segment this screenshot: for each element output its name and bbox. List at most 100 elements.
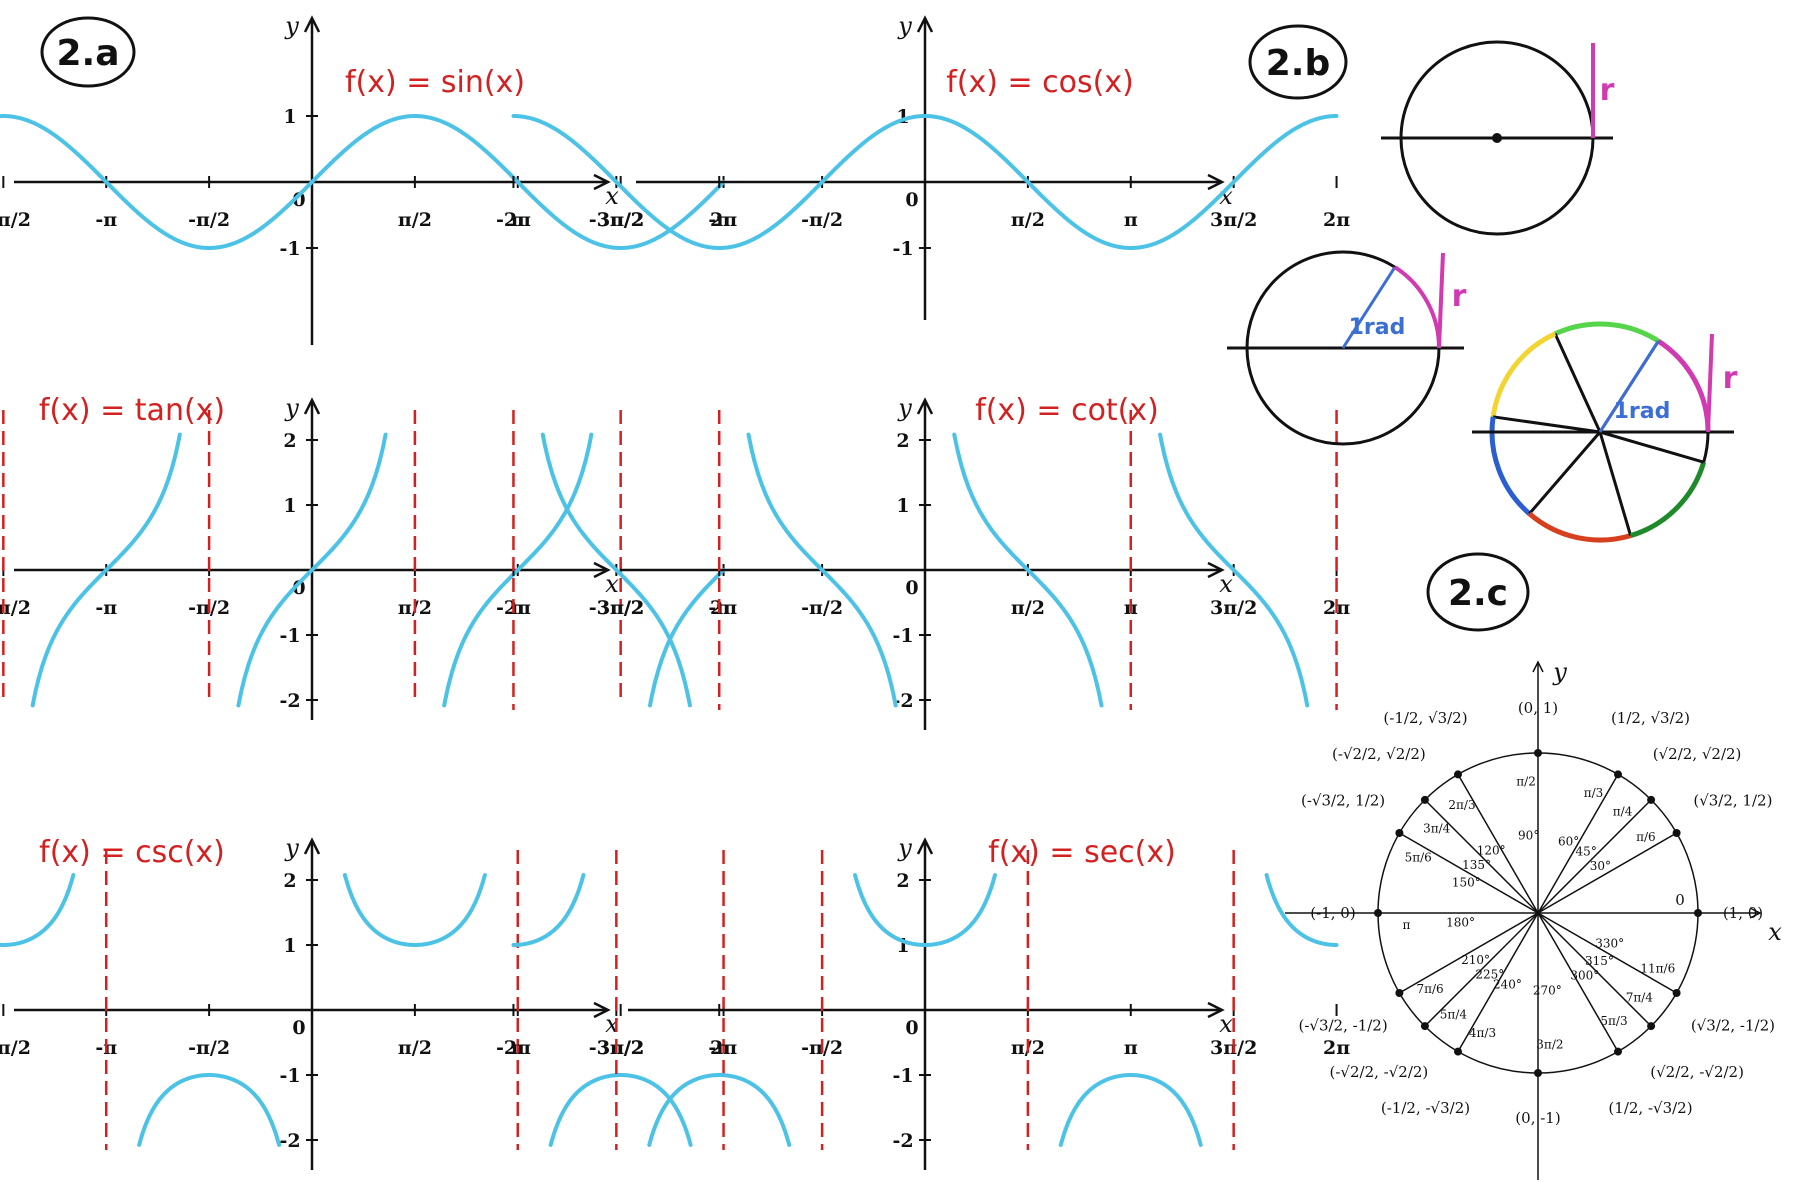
point-dot — [1614, 1047, 1622, 1056]
radius-label: r — [1452, 279, 1467, 314]
degree-label: 120° — [1477, 844, 1506, 858]
arc-segment — [1489, 416, 1532, 516]
graph-title: f(x) = cos(x) — [946, 65, 1134, 100]
angle-ray — [1399, 832, 1539, 914]
curve-csc — [0, 873, 693, 1147]
y-tick-label: -1 — [892, 625, 913, 647]
x-tick-label: 3π/2 — [1210, 597, 1257, 619]
y-tick-label: 2 — [896, 870, 909, 892]
arc-remainder — [1702, 431, 1710, 463]
radian-radius — [1598, 340, 1660, 433]
angle-ray — [1537, 774, 1619, 914]
y-axis-name: y — [897, 12, 912, 40]
x-tick-label: 3π/2 — [597, 1037, 644, 1059]
unit-point-90: 90°π/2(0, 1) — [1516, 699, 1558, 843]
point-dot — [1454, 1047, 1462, 1056]
unit-point-60: 60°π/3(1/2, √3/2) — [1537, 709, 1690, 914]
x-tick-label: -2π — [496, 1037, 531, 1059]
y-axis-arrow — [916, 397, 934, 415]
section-label-2c: 2.c — [1426, 552, 1530, 632]
section-label-2a: 2.a — [40, 16, 136, 88]
x-tick-label: π — [511, 209, 525, 231]
y-axis-name: y — [284, 12, 299, 40]
svg-text:2.b: 2.b — [1266, 43, 1331, 84]
x-axis-arrow — [1207, 1001, 1225, 1019]
radian-label: π/3 — [1584, 786, 1604, 800]
coordinate-label: (0, -1) — [1515, 1109, 1560, 1127]
y-axis-arrow — [303, 397, 321, 415]
y-axis-name: y — [284, 834, 299, 862]
x-tick-label: 2π — [710, 597, 737, 619]
radius-line — [1341, 266, 1397, 349]
y-axis-name: y — [284, 394, 299, 422]
y-tick-label: -1 — [892, 238, 913, 260]
x-tick-label: 2π — [710, 209, 737, 231]
point-dot — [1672, 989, 1681, 997]
x-tick-label: π — [1124, 1037, 1138, 1059]
angle-ray — [1537, 912, 1619, 1052]
radian-label: 7π/6 — [1416, 982, 1443, 996]
x-axis-name: x — [605, 570, 619, 598]
radian-label: π/2 — [1516, 775, 1536, 789]
x-tick-label: -π/2 — [801, 209, 843, 231]
point-dot — [1420, 1022, 1429, 1031]
x-tick-label: π/2 — [1011, 597, 1045, 619]
radius-label: r — [1600, 73, 1615, 108]
y-tick-label: 1 — [896, 495, 909, 517]
point-dot — [1534, 749, 1542, 757]
x-tick-label: 2π — [1323, 209, 1350, 231]
x-tick-label: -3π/2 — [0, 209, 31, 231]
point-dot — [1614, 770, 1622, 779]
point-dot — [1534, 1069, 1542, 1077]
x-tick-label: -3π/2 — [589, 597, 644, 619]
x-tick-label: 0 — [905, 189, 918, 211]
coordinate-label: (1/2, -√3/2) — [1608, 1099, 1692, 1117]
radius-line — [1492, 415, 1601, 434]
x-tick-label: π — [1124, 209, 1138, 231]
x-tick-label: -π — [708, 1037, 730, 1059]
point-dot — [1694, 909, 1702, 917]
coordinate-label: (√3/2, -1/2) — [1691, 1017, 1775, 1035]
radian-label: 3π/2 — [1536, 1038, 1563, 1052]
y-tick-label: 2 — [896, 430, 909, 452]
x-tick-label: 3π/2 — [597, 209, 644, 231]
curve-sin — [0, 114, 726, 250]
center-dot — [1492, 133, 1502, 143]
unit-point-150: 150°5π/6(-√3/2, 1/2) — [1301, 792, 1539, 914]
x-axis-arrow — [1207, 561, 1225, 579]
coordinate-label: (-1/2, -√3/2) — [1381, 1099, 1470, 1117]
point-dot — [1672, 829, 1681, 837]
angle-ray — [1537, 799, 1652, 914]
radius-line — [1599, 430, 1705, 464]
coordinate-label: (√2/2, √2/2) — [1653, 745, 1742, 763]
angle-ray — [1424, 912, 1539, 1027]
curve-cos — [511, 114, 1339, 250]
radian-label: 11π/6 — [1640, 962, 1675, 976]
y-tick-label: 1 — [283, 106, 296, 128]
radian-label: π/6 — [1636, 830, 1656, 844]
arc-segment — [1554, 321, 1660, 344]
unit-point-225: 225°5π/4(-√2/2, -√2/2) — [1330, 912, 1539, 1081]
y-tick-label: -1 — [892, 1065, 913, 1087]
x-axis-name: x — [1219, 570, 1233, 598]
degree-label: 315° — [1585, 954, 1614, 968]
x-tick-label: -π — [95, 597, 117, 619]
graph-title: f(x) = sec(x) — [988, 835, 1176, 870]
y-tick-label: -1 — [279, 238, 300, 260]
x-tick-label: 2π — [1323, 1037, 1350, 1059]
coordinate-label: (-1/2, √3/2) — [1383, 709, 1467, 727]
x-tick-label: -3π/2 — [589, 209, 644, 231]
curve-tan — [30, 432, 726, 708]
unit-point-300: 300°5π/3(1/2, -√3/2) — [1537, 912, 1693, 1117]
x-axis-arrow — [593, 1001, 611, 1019]
coordinate-label: (1/2, √3/2) — [1611, 709, 1690, 727]
x-tick-label: -π/2 — [801, 597, 843, 619]
unit-point-135: 135°3π/4(-√2/2, √2/2) — [1332, 745, 1539, 914]
svg-text:2.a: 2.a — [56, 33, 119, 74]
unit-point-315: 315°7π/4(√2/2, -√2/2) — [1537, 912, 1744, 1081]
x-tick-label: -3π/2 — [0, 1037, 31, 1059]
